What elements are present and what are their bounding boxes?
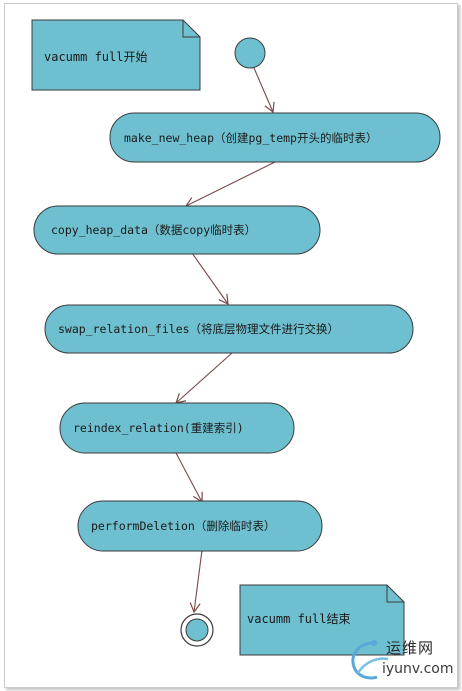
watermark-en: iyunv.com bbox=[382, 661, 454, 677]
arrow-step5-to-final bbox=[189, 549, 203, 614]
note-start: vacumm full开始 bbox=[31, 19, 201, 91]
note-start-text: vacumm full开始 bbox=[44, 50, 147, 64]
arrow-step3-to-step4 bbox=[175, 352, 233, 404]
watermark: 运维网 iyunv.com bbox=[344, 633, 454, 685]
step-swap-relation-files: swap_relation_files（将底层物理文件进行交换） bbox=[44, 304, 414, 354]
initial-node bbox=[234, 37, 266, 69]
step-copy-heap-data: copy_heap_data（数据copy临时表） bbox=[33, 205, 321, 255]
arrow-initial-to-step1 bbox=[253, 67, 275, 114]
arrow-step4-to-step5 bbox=[175, 452, 203, 504]
step-make-new-heap: make_new_heap（创建pg_temp开头的临时表） bbox=[109, 112, 441, 163]
step-perform-deletion-label: performDeletion（删除临时表） bbox=[91, 519, 275, 533]
arrow-step1-to-step2 bbox=[184, 161, 276, 208]
step-make-new-heap-label: make_new_heap（创建pg_temp开头的临时表） bbox=[124, 131, 377, 145]
note-end: vacumm full结束 bbox=[239, 584, 405, 656]
step-reindex-relation: reindex_relation(重建索引) bbox=[59, 402, 295, 454]
note-end-text: vacumm full结束 bbox=[247, 612, 350, 626]
step-swap-relation-files-label: swap_relation_files（将底层物理文件进行交换） bbox=[58, 322, 339, 336]
final-node bbox=[180, 613, 214, 647]
watermark-cn: 运维网 bbox=[386, 639, 435, 657]
step-copy-heap-data-label: copy_heap_data（数据copy临时表） bbox=[51, 223, 256, 237]
watermark-logo-icon bbox=[351, 640, 389, 680]
step-perform-deletion: performDeletion（删除临时表） bbox=[77, 500, 323, 552]
step-reindex-relation-label: reindex_relation(重建索引) bbox=[73, 421, 244, 435]
arrow-step2-to-step3 bbox=[191, 252, 229, 306]
